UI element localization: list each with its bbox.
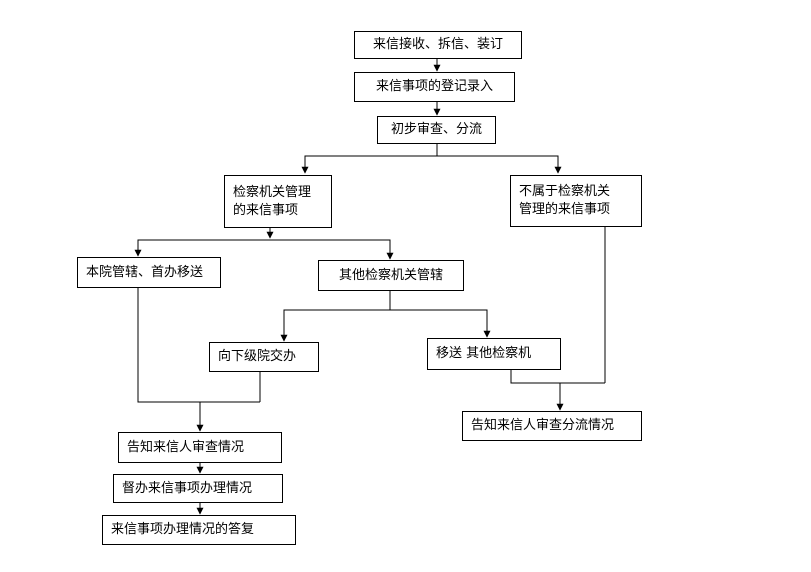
node-notify-review: 告知来信人审查情况 bbox=[118, 432, 282, 463]
split-review-right bbox=[437, 155, 562, 174]
node-receive: 来信接收、拆信、装订 bbox=[354, 31, 522, 59]
node-reply: 来信事项办理情况的答复 bbox=[102, 515, 296, 545]
split-procuratorate-right bbox=[270, 239, 394, 260]
node-register: 来信事项的登记录入 bbox=[354, 72, 515, 102]
split-other-right bbox=[390, 309, 491, 338]
split-procuratorate-left bbox=[134, 239, 270, 257]
split-other-left bbox=[280, 290, 391, 342]
node-not-procuratorate: 不属于检察机关 管理的来信事项 bbox=[510, 175, 642, 227]
merge-local bbox=[137, 287, 260, 403]
node-other: 其他检察机关管辖 bbox=[318, 260, 464, 291]
node-review: 初步审查、分流 bbox=[377, 116, 496, 144]
node-lower: 向下级院交办 bbox=[209, 342, 319, 372]
node-procuratorate: 检察机关管理 的来信事项 bbox=[224, 175, 332, 228]
node-notify-diversion: 告知来信人审查分流情况 bbox=[462, 411, 642, 441]
node-local: 本院管辖、首办移送 bbox=[77, 257, 221, 288]
node-transfer: 移送 其他检察机 bbox=[427, 338, 561, 370]
node-supervise: 督办来信事项办理情况 bbox=[113, 474, 283, 503]
merge-transfer bbox=[510, 369, 605, 384]
split-review bbox=[301, 143, 438, 174]
